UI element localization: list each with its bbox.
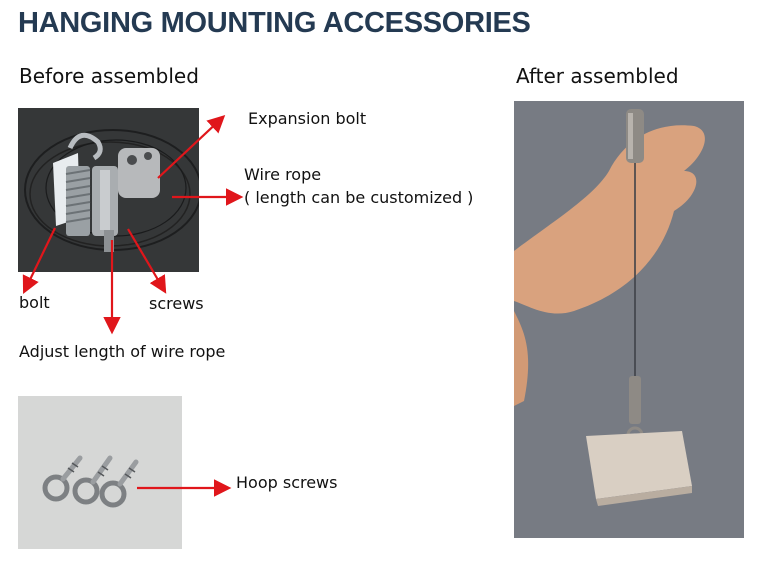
screws-label: screws (149, 294, 204, 313)
wire-rope-note: ( length can be customized ) (244, 188, 474, 207)
after-assembled-heading: After assembled (516, 64, 679, 88)
before-assembled-heading: Before assembled (19, 64, 199, 88)
arrow-bolt (22, 227, 56, 294)
adjust-length-label: Adjust length of wire rope (19, 342, 226, 361)
hoop-screws-label: Hoop screws (236, 473, 338, 492)
assembled-photo (514, 101, 744, 538)
wire-rope-label: Wire rope (244, 165, 322, 184)
parts-photo (18, 108, 199, 272)
bolt-label: bolt (19, 293, 50, 312)
hoop-screws-photo (18, 396, 182, 549)
arrow-expansion-bolt (157, 114, 226, 179)
expansion-bolt-label: Expansion bolt (248, 109, 367, 128)
page-title: HANGING MOUNTING ACCESSORIES (18, 7, 531, 39)
arrow-screws (127, 228, 167, 294)
